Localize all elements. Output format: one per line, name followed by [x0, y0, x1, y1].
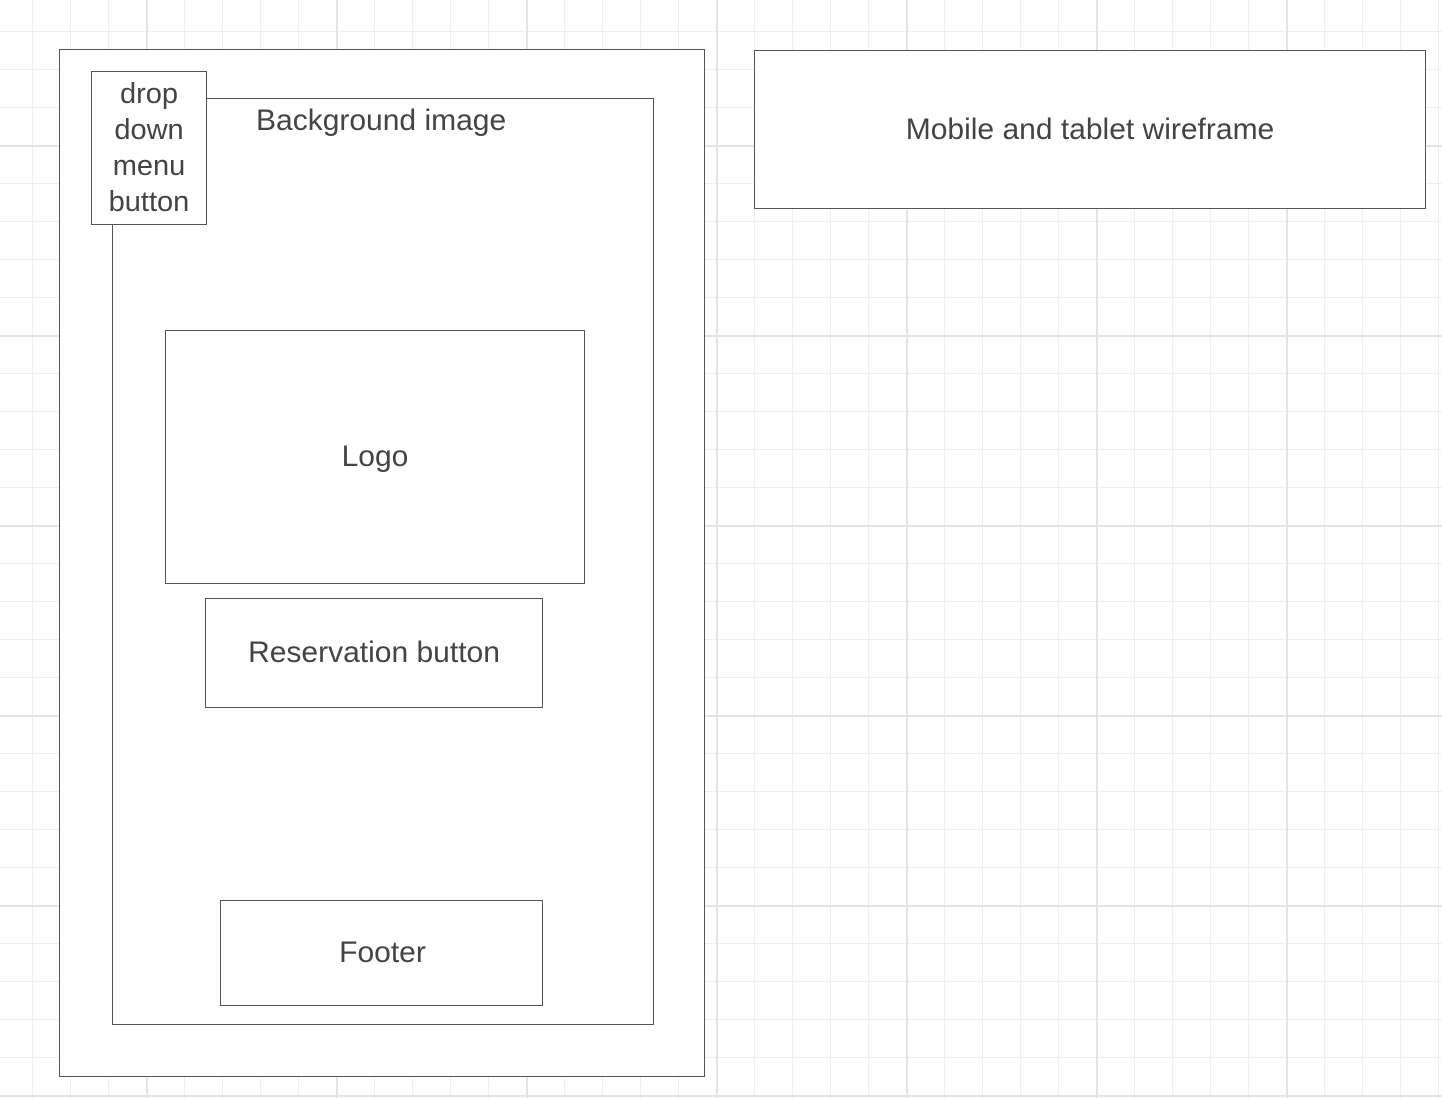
reservation-button-label: Reservation button: [248, 636, 500, 669]
title-label: Mobile and tablet wireframe: [905, 112, 1275, 146]
footer-box[interactable]: Footer: [220, 900, 543, 1006]
reservation-button-box[interactable]: Reservation button: [205, 598, 543, 708]
logo-label: Logo: [341, 440, 409, 473]
footer-label: Footer: [339, 936, 426, 969]
title-box[interactable]: Mobile and tablet wireframe: [754, 50, 1426, 209]
background-image-label: Background image: [256, 104, 507, 137]
dropdown-menu-button-label: drop down menu button: [108, 78, 190, 218]
dropdown-menu-button-box[interactable]: drop down menu button: [91, 71, 207, 225]
logo-box[interactable]: Logo: [165, 330, 585, 584]
